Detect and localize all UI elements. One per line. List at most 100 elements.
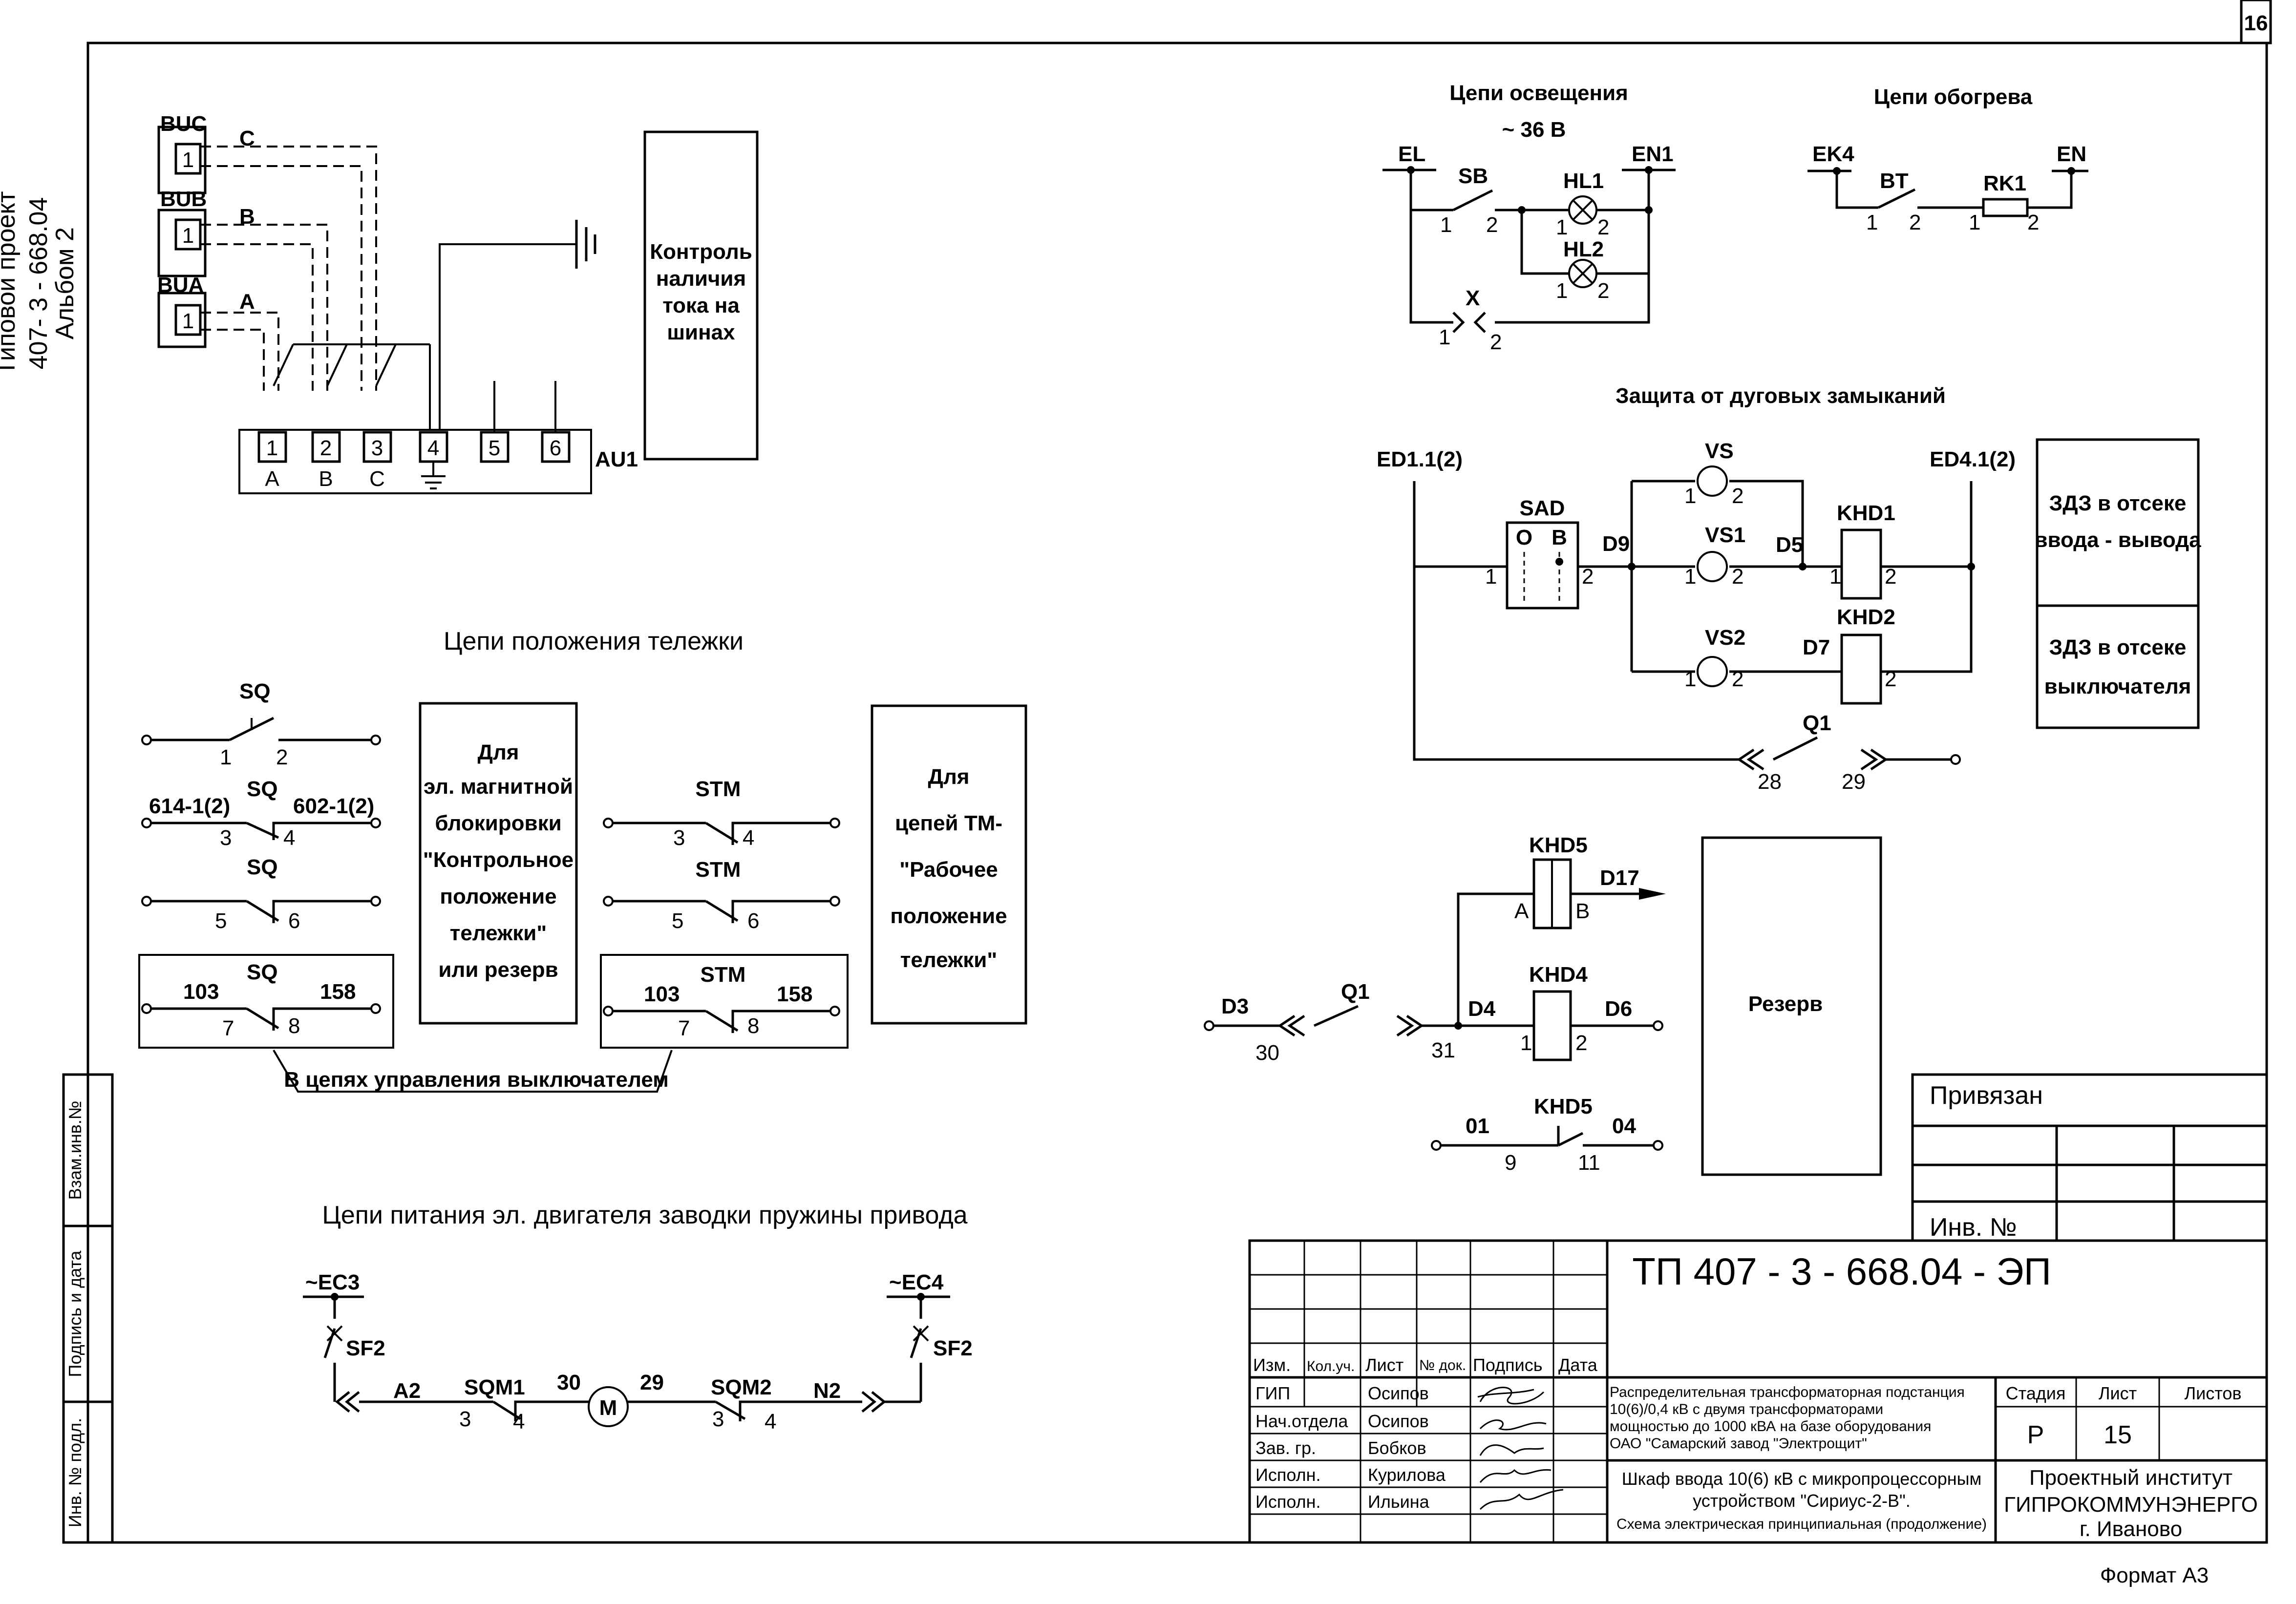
- motor-title: Цепи питания эл. двигателя заводки пружи…: [322, 1201, 967, 1229]
- svg-text:2: 2: [2027, 211, 2039, 234]
- current-sensing-block: 1 BUC 1 BUB 1 BUA C B A: [157, 112, 759, 494]
- svg-text:5: 5: [672, 909, 683, 933]
- svg-text:M: M: [599, 1396, 617, 1420]
- svg-text:10(6)/0,4 кВ с двумя трансформ: 10(6)/0,4 кВ с двумя трансформаторами: [1610, 1401, 1883, 1417]
- svg-text:Проектный институт: Проектный институт: [2029, 1466, 2232, 1490]
- trolley-callout: В цепях управления выключателем: [284, 1068, 669, 1092]
- designation: ТП 407 - 3 - 668.04 - ЭП: [1632, 1250, 2051, 1293]
- svg-text:ОАО "Самарский завод "Электрощ: ОАО "Самарский завод "Электрощит": [1610, 1435, 1867, 1452]
- side-project-line-1: Типовой проект: [0, 191, 21, 375]
- svg-text:Изм.: Изм.: [1253, 1355, 1291, 1375]
- svg-text:SQ: SQ: [239, 679, 271, 703]
- telemechanics-description-box: [871, 704, 1027, 1025]
- svg-text:VS2: VS2: [1705, 626, 1745, 650]
- svg-text:№ док.: № док.: [1419, 1357, 1466, 1373]
- svg-text:7: 7: [678, 1016, 690, 1040]
- svg-text:Шкаф ввода 10(6) кВ с микропро: Шкаф ввода 10(6) кВ с микропроцессорным: [1622, 1469, 1981, 1489]
- svg-text:SQM1: SQM1: [464, 1375, 525, 1399]
- svg-text:15: 15: [2104, 1421, 2132, 1449]
- svg-text:EL: EL: [1398, 142, 1425, 166]
- svg-text:KHD4: KHD4: [1529, 963, 1588, 987]
- svg-text:Нач.отдела: Нач.отдела: [1255, 1411, 1348, 1431]
- svg-text:103: 103: [183, 980, 219, 1004]
- svg-text:RK1: RK1: [1983, 171, 2026, 195]
- svg-text:устройством "Сириус-2-В".: устройством "Сириус-2-В".: [1693, 1491, 1911, 1511]
- svg-text:выключателя: выключателя: [2044, 675, 2191, 698]
- svg-text:2: 2: [1597, 279, 1609, 303]
- svg-text:158: 158: [777, 982, 812, 1006]
- svg-text:тока на: тока на: [662, 294, 740, 317]
- svg-text:B: B: [319, 467, 333, 491]
- svg-text:D9: D9: [1602, 532, 1630, 556]
- svg-text:Р: Р: [2027, 1421, 2044, 1449]
- sensor-bub-label: BUB: [160, 187, 207, 211]
- svg-text:BT: BT: [1880, 169, 1909, 193]
- svg-text:614-1(2): 614-1(2): [149, 794, 230, 818]
- svg-text:1: 1: [1866, 211, 1878, 234]
- svg-text:ввода - вывода: ввода - вывода: [2034, 528, 2201, 552]
- svg-text:SB: SB: [1458, 164, 1488, 188]
- svg-text:Распределительная трансформато: Распределительная трансформаторная подст…: [1610, 1384, 1965, 1400]
- svg-text:Ильина: Ильина: [1368, 1492, 1430, 1512]
- svg-text:1: 1: [182, 309, 194, 333]
- sensor-bua-label: BUA: [157, 273, 204, 297]
- svg-text:эл. магнитной: эл. магнитной: [424, 775, 573, 799]
- lighting-voltage: ~ 36 В: [1502, 118, 1566, 142]
- svg-text:HL1: HL1: [1563, 169, 1604, 193]
- svg-text:1: 1: [1684, 667, 1696, 691]
- lighting-block: Цепи освещения ~ 36 В EL EN1 SB 1 2 HL1 …: [1382, 81, 1676, 354]
- svg-text:11: 11: [1578, 1151, 1600, 1175]
- svg-text:01: 01: [1466, 1114, 1489, 1138]
- svg-text:Для: Для: [478, 740, 519, 764]
- svg-text:ГИП: ГИП: [1255, 1383, 1290, 1403]
- svg-text:D3: D3: [1221, 994, 1249, 1018]
- sheet-number-box: [2240, 0, 2272, 44]
- svg-text:1: 1: [1520, 1031, 1532, 1055]
- phase-c-label: C: [239, 127, 255, 150]
- svg-text:Листов: Листов: [2185, 1383, 2242, 1403]
- svg-text:1: 1: [1684, 484, 1696, 508]
- svg-text:D17: D17: [1600, 866, 1639, 890]
- svg-text:Q1: Q1: [1341, 980, 1370, 1004]
- svg-text:30: 30: [1255, 1041, 1279, 1065]
- side-stamp-strip: Взам.инв.№ Подпись и дата Инв. № подл.: [62, 1073, 114, 1544]
- svg-text:8: 8: [747, 1014, 759, 1038]
- svg-text:ЗДЗ в отсеке: ЗДЗ в отсеке: [2049, 491, 2187, 515]
- svg-text:Схема электрическая принципиал: Схема электрическая принципиальная (прод…: [1616, 1516, 1987, 1532]
- svg-text:3: 3: [712, 1407, 724, 1431]
- svg-text:6: 6: [550, 436, 561, 460]
- svg-text:4: 4: [765, 1410, 776, 1434]
- svg-text:г. Иваново: г. Иваново: [2080, 1517, 2182, 1541]
- svg-text:1: 1: [1556, 279, 1568, 303]
- svg-text:2: 2: [1732, 484, 1743, 508]
- svg-text:блокировки: блокировки: [435, 811, 561, 835]
- interlock-description-box: [419, 702, 578, 1025]
- svg-text:Исполн.: Исполн.: [1255, 1492, 1321, 1512]
- svg-text:Резерв: Резерв: [1748, 992, 1823, 1016]
- svg-text:2: 2: [276, 745, 288, 769]
- phase-a-label: A: [239, 290, 255, 314]
- svg-text:SQ: SQ: [247, 855, 278, 879]
- side-project-line-3: Альбом 2: [51, 227, 79, 339]
- motor-supply-block: Цепи питания эл. двигателя заводки пружи…: [303, 1201, 973, 1434]
- stamp-orig-inv: Инв. № подл.: [65, 1418, 85, 1527]
- svg-text:D6: D6: [1605, 997, 1632, 1021]
- svg-text:мощностью до 1000 кВА на базе: мощностью до 1000 кВА на базе оборудован…: [1610, 1418, 1931, 1435]
- sad-switch: [1506, 521, 1579, 610]
- svg-text:HL2: HL2: [1563, 237, 1604, 261]
- svg-text:или резерв: или резерв: [438, 958, 558, 982]
- svg-text:2: 2: [1582, 565, 1594, 589]
- svg-text:4: 4: [513, 1410, 525, 1434]
- svg-text:положение: положение: [890, 904, 1007, 928]
- svg-text:2: 2: [1575, 1031, 1587, 1055]
- svg-text:C: C: [369, 467, 385, 491]
- sheet-frame: [86, 42, 2268, 1544]
- svg-text:Дата: Дата: [1558, 1355, 1598, 1375]
- svg-text:Исполн.: Исполн.: [1255, 1465, 1321, 1485]
- svg-text:4: 4: [283, 826, 295, 850]
- svg-text:A: A: [1514, 899, 1529, 923]
- svg-text:602-1(2): 602-1(2): [293, 794, 374, 818]
- svg-text:SF2: SF2: [933, 1336, 973, 1360]
- svg-text:Курилова: Курилова: [1368, 1465, 1446, 1485]
- svg-text:2: 2: [1909, 211, 1921, 234]
